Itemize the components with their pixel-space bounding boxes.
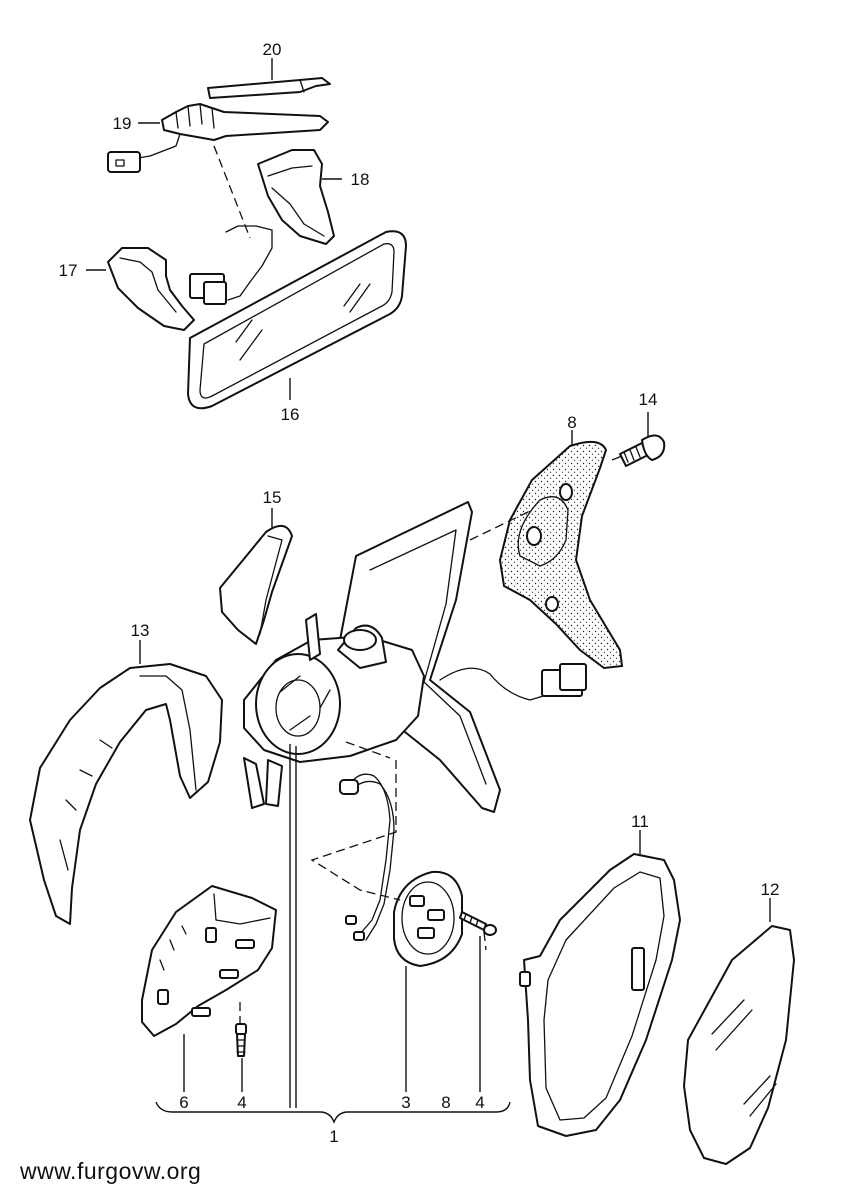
callout-4-right: 4 [475, 1093, 484, 1112]
callout-8-bottom: 8 [441, 1093, 450, 1112]
mirror-wiring-plug [189, 225, 273, 305]
callout-1: 1 [329, 1127, 338, 1146]
part-6-inner-cover[interactable] [141, 885, 277, 1037]
part-14-bolt[interactable] [619, 434, 666, 467]
assembly-bracket [155, 1101, 511, 1124]
callout-15: 15 [263, 488, 282, 507]
callout-8-top: 8 [567, 413, 576, 432]
site-watermark: www.furgovw.org [20, 1158, 202, 1184]
part-4-screw-right[interactable] [459, 911, 497, 936]
part-4-screw-left[interactable] [235, 1023, 247, 1057]
part-8-mounting-plate[interactable] [498, 440, 624, 670]
mirror-base-cable [439, 663, 587, 701]
part-13-housing-cover[interactable] [29, 663, 223, 925]
assembly-dash-lines [213, 145, 623, 1024]
part-16-interior-mirror[interactable] [187, 230, 407, 410]
part-20-trim-strip[interactable] [207, 77, 331, 99]
mirror-motor-frame[interactable] [243, 613, 425, 809]
callout-3: 3 [401, 1093, 410, 1112]
part-3-adjustment-motor[interactable] [393, 870, 463, 967]
callout-12: 12 [761, 880, 780, 899]
callout-17: 17 [59, 261, 78, 280]
leader-lines [86, 58, 771, 1108]
part-15-cap[interactable] [219, 525, 293, 645]
motor-cable-harness [339, 773, 395, 941]
part-11-mirror-frame[interactable] [519, 853, 681, 1137]
callout-18: 18 [351, 170, 370, 189]
part-18-cover-shell[interactable] [257, 149, 335, 245]
callout-16: 16 [281, 405, 300, 424]
callout-11: 11 [631, 812, 649, 831]
callout-19: 19 [113, 114, 132, 133]
callout-14: 14 [639, 390, 658, 409]
part-19-mounting-base[interactable] [107, 103, 329, 173]
callout-6: 6 [179, 1093, 188, 1112]
callout-20: 20 [263, 40, 282, 59]
callout-4-left: 4 [237, 1093, 246, 1112]
callout-labels: 20 19 18 17 16 14 8 15 13 11 12 6 4 3 8 … [59, 40, 780, 1146]
callout-13: 13 [131, 621, 150, 640]
part-12-mirror-glass[interactable] [683, 925, 795, 1165]
part-17-cover-shell[interactable] [107, 247, 195, 331]
